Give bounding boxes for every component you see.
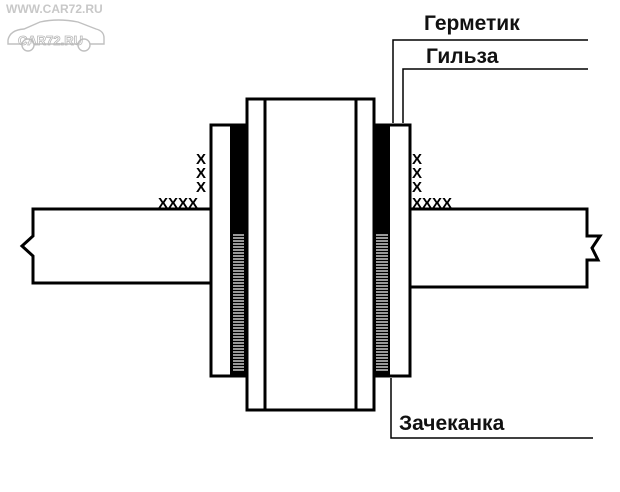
leader-lines: [390, 39, 593, 439]
label-sleeve: Гильза: [426, 45, 499, 68]
caulking-ribs-left: [233, 234, 244, 371]
sealant-mark: X: [196, 151, 206, 168]
watermark-url: WWW.CAR72.RU: [6, 2, 103, 16]
watermark: WWW.CAR72.RU CAR72.RU: [6, 2, 105, 52]
left-plate: [19, 207, 210, 285]
sealant-mark: X: [412, 165, 422, 182]
label-sealant: Герметик: [424, 12, 520, 35]
sealant-mark: X: [196, 165, 206, 182]
sealant-mark: X: [412, 179, 422, 196]
sealant-marks-left: X X X XXXX: [158, 151, 206, 212]
leader-line-caulking: [390, 378, 593, 439]
caulking-ribs-right: [376, 234, 388, 371]
inner-tube: [245, 97, 376, 412]
leader-line-sealant: [392, 39, 588, 123]
leader-line-sleeve: [402, 68, 588, 123]
right-plate: [410, 207, 603, 289]
sealant-marks-right: X X X XXXX: [412, 151, 452, 212]
car-logo-icon: [7, 19, 105, 52]
label-caulking: Зачеканка: [399, 412, 505, 435]
right-sleeve: [372, 123, 412, 378]
sealant-mark-row: XXXX: [158, 195, 198, 212]
sealant-mark: X: [196, 179, 206, 196]
left-sleeve: [209, 123, 248, 378]
sealant-mark-row: XXXX: [412, 195, 452, 212]
watermark-logo-text: CAR72.RU: [18, 33, 83, 48]
sealant-mark: X: [412, 151, 422, 168]
